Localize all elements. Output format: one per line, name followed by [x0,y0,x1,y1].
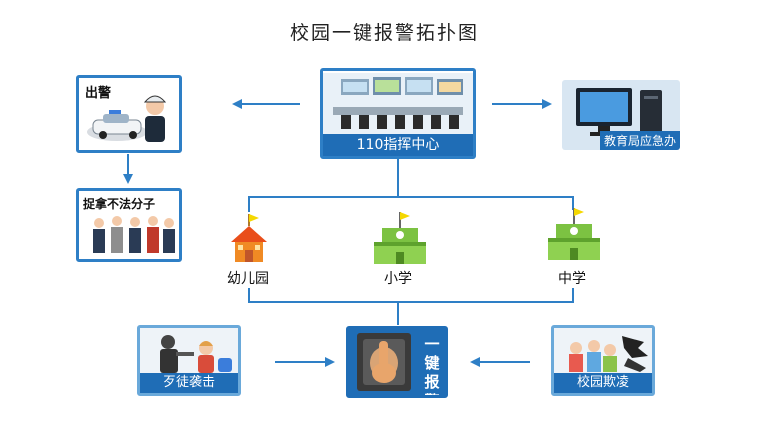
arrow-to-dispatch-icon [232,99,300,109]
arrow-dispatch-to-arrest-icon [123,154,133,184]
connector-vertical-bottom [397,301,399,325]
connector-left-down [248,196,250,212]
bullying-node[interactable]: 校园欺凌 [551,325,655,396]
primary-school-icon[interactable] [372,212,428,266]
diagram-title: 校园一键报警拓扑图 [289,22,479,44]
police-arresting-icon [93,216,175,253]
primary-school-label: 小学 [384,271,412,287]
kindergarten-label: 幼儿园 [227,271,269,287]
one-key-alarm-label: 一 键 报 警 [424,335,440,395]
arrest-label: 捉拿不法分子 [83,197,156,211]
arrow-to-education-office-icon [492,99,552,109]
education-office-node[interactable]: 教育局应急办 [562,80,680,150]
bullying-label: 校园欺凌 [554,373,652,393]
education-office-label: 教育局应急办 [599,131,680,150]
control-room-illustration [323,73,473,135]
command-center-node[interactable]: 110指挥中心 [320,68,476,159]
connector-bottom-right [572,288,574,302]
arrow-attack-to-alarm-icon [275,357,335,367]
middle-school-icon[interactable] [546,208,602,262]
connector-horizontal-top [248,196,574,198]
connector-bottom-left [248,288,250,302]
command-center-label: 110指挥中心 [323,134,473,156]
arrow-bullying-to-alarm-icon [470,357,530,367]
connector-horizontal-bottom [248,301,574,303]
connector-right-down [572,196,574,210]
dispatch-label: 出警 [85,86,112,101]
attack-node[interactable]: 歹徒袭击 [137,325,241,396]
bullying-scene-icon [554,328,652,378]
connector-vertical-top [397,159,399,197]
attacker-hostage-icon [140,328,238,378]
kindergarten-icon[interactable] [227,212,271,264]
dispatch-node[interactable]: 出警 [76,75,182,153]
attack-label: 歹徒袭击 [140,373,238,393]
one-key-alarm-node[interactable]: 一 键 报 警 [346,326,448,398]
police-car-icon [87,95,167,142]
middle-school-label: 中学 [558,271,586,287]
finger-press-button-icon [357,333,411,391]
arrest-node[interactable]: 捉拿不法分子 [76,188,182,262]
